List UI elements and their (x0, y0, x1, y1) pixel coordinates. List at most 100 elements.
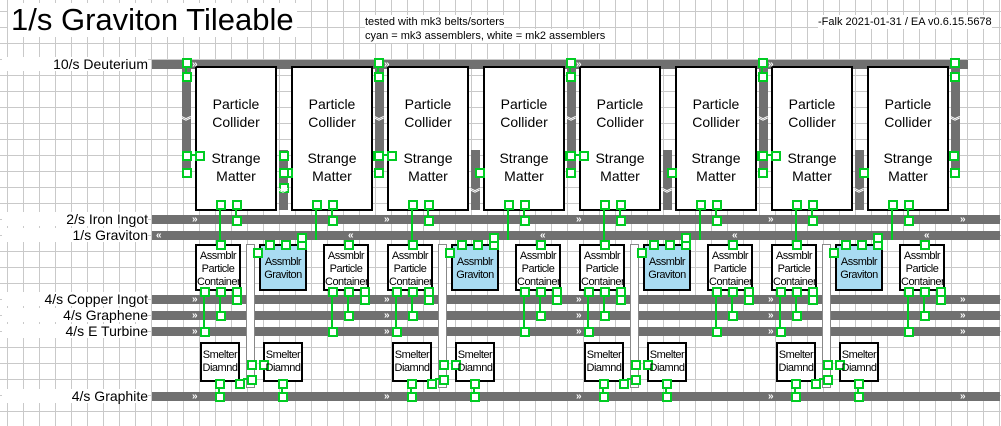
inserter-arm[interactable] (219, 208, 221, 240)
vertical-belt[interactable] (951, 60, 960, 178)
inserter-port[interactable] (712, 287, 722, 297)
inserter-port[interactable] (829, 248, 839, 258)
inserter-port[interactable] (328, 200, 338, 210)
inserter-port[interactable] (408, 240, 418, 250)
inserter-port[interactable] (374, 58, 384, 68)
inserter-port[interactable] (552, 295, 562, 305)
inserter-port[interactable] (712, 200, 722, 210)
inserter-arm[interactable] (382, 154, 387, 156)
belt-graphite[interactable] (152, 392, 1000, 401)
belt-graviton[interactable] (152, 231, 1000, 240)
inserter-arm[interactable] (574, 154, 579, 156)
inserter-port[interactable] (758, 58, 768, 68)
inserter-port[interactable] (665, 240, 675, 250)
inserter-port[interactable] (600, 311, 610, 321)
inserter-port[interactable] (247, 375, 257, 385)
inserter-port[interactable] (950, 168, 960, 178)
vertical-belt[interactable] (375, 60, 384, 178)
inserter-port[interactable] (758, 168, 768, 178)
inserter-arm[interactable] (665, 387, 667, 392)
inserter-port[interactable] (182, 151, 192, 161)
inserter-port[interactable] (408, 311, 418, 321)
inserter-port[interactable] (792, 200, 802, 210)
inserter-port[interactable] (424, 295, 434, 305)
inserter-port[interactable] (427, 379, 437, 389)
inserter-port[interactable] (328, 287, 338, 297)
inserter-port[interactable] (776, 287, 786, 297)
inserter-port[interactable] (232, 295, 242, 305)
belt-iron[interactable] (152, 215, 1000, 224)
inserter-port[interactable] (566, 151, 576, 161)
inserter-port[interactable] (792, 287, 802, 297)
inserter-arm[interactable] (811, 208, 813, 220)
inserter-port[interactable] (216, 200, 226, 210)
inserter-port[interactable] (936, 295, 946, 305)
inserter-port[interactable] (649, 240, 659, 250)
vertical-belt-mk[interactable] (630, 244, 639, 388)
inserter-arm[interactable] (699, 208, 701, 240)
inserter-arm[interactable] (715, 208, 717, 220)
inserter-port[interactable] (200, 287, 210, 297)
inserter-port[interactable] (232, 216, 242, 226)
inserter-arm[interactable] (395, 295, 397, 331)
inserter-port[interactable] (920, 287, 930, 297)
vertical-belt-mk[interactable] (438, 244, 447, 388)
inserter-port[interactable] (235, 379, 245, 389)
inserter-port[interactable] (662, 379, 672, 389)
inserter-port[interactable] (758, 151, 768, 161)
inserter-arm[interactable] (907, 295, 909, 331)
inserter-port[interactable] (281, 240, 291, 250)
inserter-port[interactable] (424, 216, 434, 226)
inserter-port[interactable] (374, 72, 384, 82)
inserter-port[interactable] (616, 216, 626, 226)
inserter-arm[interactable] (603, 295, 605, 315)
inserter-port[interactable] (681, 233, 691, 243)
inserter-port[interactable] (232, 200, 242, 210)
inserter-arm[interactable] (411, 295, 413, 315)
inserter-port[interactable] (470, 379, 480, 389)
inserter-port[interactable] (278, 379, 288, 389)
inserter-port[interactable] (631, 375, 641, 385)
inserter-arm[interactable] (569, 64, 571, 74)
inserter-port[interactable] (854, 392, 864, 402)
inserter-port[interactable] (408, 287, 418, 297)
inserter-port[interactable] (489, 233, 499, 243)
inserter-port[interactable] (392, 327, 402, 337)
inserter-port[interactable] (566, 72, 576, 82)
inserter-arm[interactable] (715, 295, 717, 331)
inserter-arm[interactable] (539, 295, 541, 315)
inserter-port[interactable] (328, 327, 338, 337)
inserter-arm[interactable] (473, 387, 475, 392)
inserter-port[interactable] (949, 151, 959, 161)
inserter-port[interactable] (344, 311, 354, 321)
inserter-port[interactable] (200, 327, 210, 337)
inserter-port[interactable] (873, 233, 883, 243)
inserter-port[interactable] (265, 240, 275, 250)
inserter-port[interactable] (182, 72, 192, 82)
inserter-port[interactable] (215, 379, 225, 389)
inserter-arm[interactable] (427, 208, 429, 220)
inserter-arm[interactable] (185, 64, 187, 74)
inserter-port[interactable] (776, 327, 786, 337)
inserter-arm[interactable] (795, 208, 797, 240)
inserter-port[interactable] (616, 295, 626, 305)
inserter-arm[interactable] (794, 387, 796, 392)
inserter-port[interactable] (791, 392, 801, 402)
inserter-port[interactable] (643, 360, 653, 370)
inserter-port[interactable] (728, 287, 738, 297)
inserter-port[interactable] (728, 311, 738, 321)
inserter-port[interactable] (451, 360, 461, 370)
